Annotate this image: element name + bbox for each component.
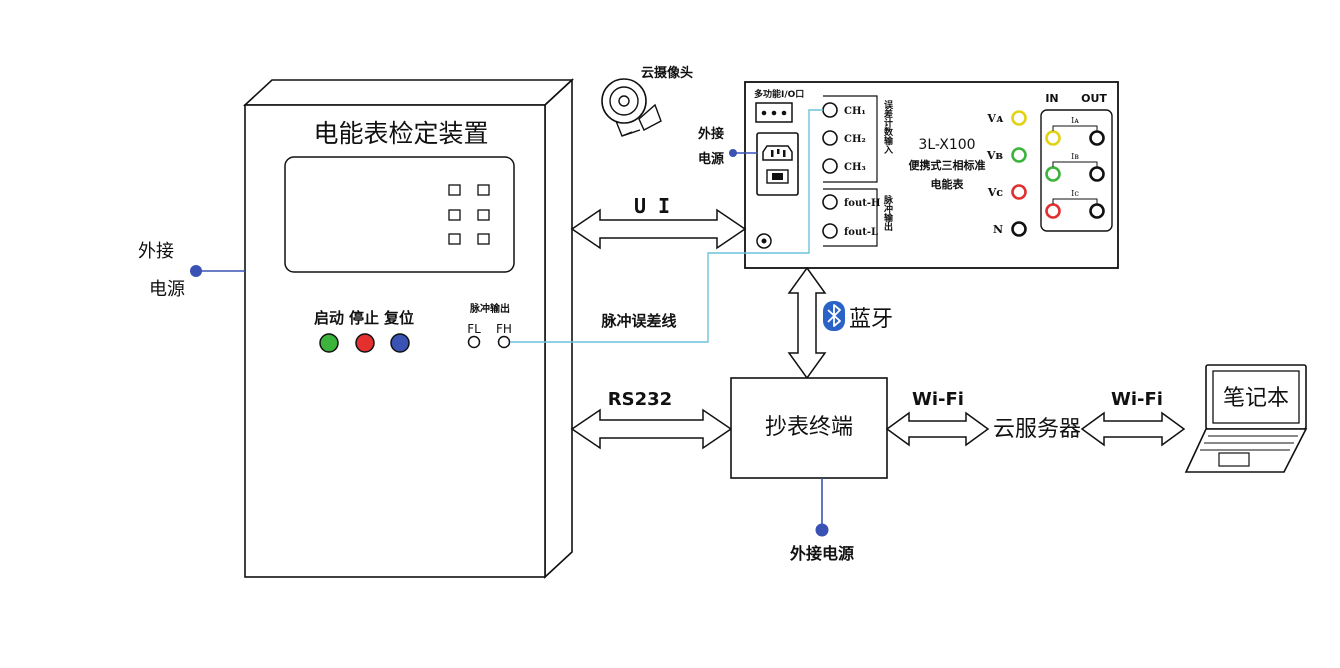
ic-label: Iᴄ xyxy=(1071,189,1079,198)
bluetooth-icon xyxy=(823,301,845,331)
n-label: N xyxy=(993,223,1003,236)
vc-terminal xyxy=(1011,184,1027,200)
ch1-terminal xyxy=(822,102,838,118)
ch2-label: CH₂ xyxy=(844,134,866,145)
terminal-power-dot xyxy=(815,523,829,537)
fout-l-terminal xyxy=(822,223,838,239)
terminal-box xyxy=(730,377,888,479)
va-terminal xyxy=(1011,110,1027,126)
stop-label: 停止 xyxy=(349,309,379,327)
wifi-arrow-1 xyxy=(885,411,990,447)
terminal-label: 抄表终端 xyxy=(765,415,853,440)
fout-l-label: fout-L xyxy=(844,227,878,238)
reset-label: 复位 xyxy=(383,309,414,327)
ia-out-terminal xyxy=(1089,130,1105,146)
out-label: OUT xyxy=(1081,92,1107,105)
start-button[interactable] xyxy=(319,333,339,353)
meter-name-1: 便携式三相标准 xyxy=(909,158,986,172)
multi-io-label: 多功能I/O口 xyxy=(754,88,804,100)
ch3-terminal xyxy=(822,158,838,174)
wifi-label-2: Wi-Fi xyxy=(1111,389,1163,410)
n-terminal xyxy=(1011,221,1027,237)
meter-power-input: 外接 电源 xyxy=(697,126,758,167)
camera-icon xyxy=(601,78,662,137)
ch3-label: CH₃ xyxy=(844,162,866,173)
standard-meter: 多功能I/O口 CH₁ CH₂ CH₃ 误差计数输入 fout-H fout-L… xyxy=(744,81,1119,269)
meter-model: 3L-X100 xyxy=(918,137,975,153)
fout-h-terminal xyxy=(822,194,838,210)
device-power-label-1: 外接 xyxy=(138,241,174,262)
device-keypad xyxy=(448,184,490,245)
stop-button[interactable] xyxy=(355,333,375,353)
laptop-label: 笔记本 xyxy=(1223,386,1289,411)
meter-power-label-1: 外接 xyxy=(697,126,724,142)
pulse-error-line-label: 脉冲误差线 xyxy=(600,312,676,330)
pulse-out-label: 脉冲输出 xyxy=(882,194,894,232)
ic-out-terminal xyxy=(1089,203,1105,219)
rs232-label: RS232 xyxy=(608,389,672,410)
ia-in-terminal xyxy=(1045,130,1061,146)
wifi-label-1: Wi-Fi xyxy=(912,389,964,410)
vc-label: Vᴄ xyxy=(987,186,1004,199)
fl-terminal xyxy=(467,335,481,349)
device-power-label-2: 电源 xyxy=(149,279,185,300)
ib-in-terminal xyxy=(1045,166,1061,182)
start-label: 启动 xyxy=(314,309,344,327)
fh-label: FH xyxy=(496,322,512,336)
reset-button[interactable] xyxy=(390,333,410,353)
in-label: IN xyxy=(1045,92,1058,105)
fout-h-label: fout-H xyxy=(844,198,880,209)
pulse-output-label: 脉冲输出 xyxy=(469,302,510,315)
camera-label: 云摄像头 xyxy=(641,65,693,81)
ch2-terminal xyxy=(822,130,838,146)
calibration-device: 电能表检定装置 启动 停止 复位 脉冲输出 FL FH xyxy=(242,78,575,579)
rs232-arrow xyxy=(570,408,733,450)
terminal-power-label: 外接电源 xyxy=(789,544,854,563)
vb-label: Vʙ xyxy=(986,149,1004,162)
device-title: 电能表检定装置 xyxy=(313,119,488,148)
bluetooth-arrow xyxy=(787,266,827,380)
wifi-arrow-2 xyxy=(1080,411,1186,447)
ac-power-socket xyxy=(756,132,799,196)
bluetooth-label: 蓝牙 xyxy=(849,307,893,332)
fl-label: FL xyxy=(467,322,481,336)
ic-in-terminal xyxy=(1045,203,1061,219)
ui-arrow xyxy=(570,208,747,250)
vb-terminal xyxy=(1011,147,1027,163)
meter-power-dot xyxy=(729,149,737,157)
ib-out-terminal xyxy=(1089,166,1105,182)
pulse-in-label: 误差计数输入 xyxy=(882,99,894,155)
ch1-label: CH₁ xyxy=(844,106,866,117)
meter-power-label-2: 电源 xyxy=(698,151,724,167)
laptop-icon xyxy=(1184,364,1308,473)
ui-label: U I xyxy=(634,194,670,218)
va-label: Vᴀ xyxy=(986,112,1004,125)
pulse-error-line xyxy=(510,109,823,343)
ib-label: Iʙ xyxy=(1071,152,1079,161)
meter-name-2: 电能表 xyxy=(931,177,965,191)
device-power-input: 外接 电源 xyxy=(138,241,245,300)
cloud-server-label: 云服务器 xyxy=(993,417,1081,442)
fh-terminal xyxy=(497,335,511,349)
device-power-dot xyxy=(190,265,202,277)
ia-label: Iᴀ xyxy=(1071,116,1079,125)
